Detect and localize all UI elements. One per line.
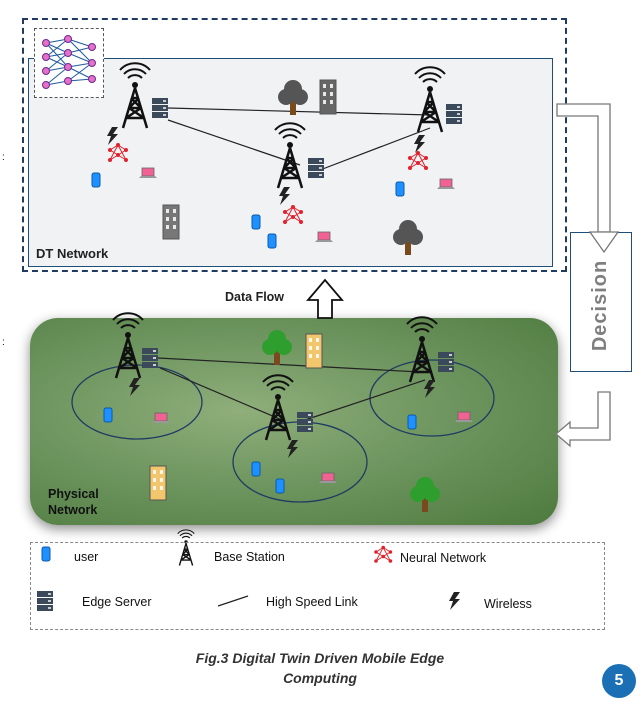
physical-tree-icon <box>262 330 292 365</box>
physical-user-icon <box>103 407 113 423</box>
dt-edge-server-icon <box>308 158 324 178</box>
physical-base-station-icon <box>111 311 145 380</box>
physical-network-label-line2: Network <box>48 503 98 517</box>
dt-neural-network-icon <box>282 204 304 225</box>
physical-laptop-icon <box>318 472 338 484</box>
dt-high-speed-links <box>167 107 431 171</box>
dt-neural-network-icon <box>107 142 129 163</box>
physical-edge-server-icon <box>297 412 313 432</box>
dt-network-label: DT Network <box>36 246 109 261</box>
physical-user-icon <box>275 478 285 494</box>
physical-wireless-icon <box>287 440 298 458</box>
dt-tree-icon <box>393 220 423 255</box>
physical-building-icon <box>149 465 167 501</box>
physical-network-label-line1: Physical <box>48 487 99 501</box>
physical-base-station-icon <box>261 373 295 442</box>
legend-user-label: user <box>74 550 99 564</box>
dt-laptop-icon <box>436 178 456 190</box>
legend-wireless-label: Wireless <box>484 597 532 611</box>
left-edge-mark: : <box>2 152 5 163</box>
dt-edge-server-icon <box>152 98 168 118</box>
figure-caption-line2: Computing <box>283 670 357 686</box>
figure-caption: Fig.3 Digital Twin Driven Mobile Edge Co… <box>150 648 490 688</box>
decision-arrow-in <box>556 103 611 233</box>
legend-edge-server-label: Edge Server <box>82 595 152 609</box>
dt-user-icon <box>251 214 261 230</box>
physical-user-icon <box>407 414 417 430</box>
physical-edge-server-icon <box>438 352 454 372</box>
left-edge-mark: : <box>2 337 5 348</box>
data-flow-arrow <box>306 278 344 319</box>
page-number-badge: 5 <box>602 664 636 698</box>
dt-wireless-icon <box>279 187 290 205</box>
dt-base-station-icon <box>273 121 307 190</box>
dt-base-station-icon <box>118 61 152 130</box>
dt-user-icon <box>91 172 101 188</box>
dt-base-station-icon <box>413 65 447 134</box>
physical-edge-server-icon <box>142 348 158 368</box>
dt-tree-icon <box>278 80 308 115</box>
dt-user-icon <box>395 181 405 197</box>
decision-arrow-out <box>555 391 611 448</box>
dt-user-icon <box>267 233 277 249</box>
legend-high-speed-link-label: High Speed Link <box>266 595 358 609</box>
dt-wireless-icon <box>414 135 425 153</box>
physical-user-icon <box>251 461 261 477</box>
decision-arrow-in-head <box>588 231 620 254</box>
dt-neural-network-icon <box>407 150 429 171</box>
physical-high-speed-links <box>157 357 426 421</box>
physical-tree-icon <box>410 477 440 512</box>
dt-laptop-icon <box>314 231 334 243</box>
dt-building-icon <box>162 204 180 240</box>
physical-laptop-icon <box>151 412 171 424</box>
data-flow-label: Data Flow <box>225 290 285 304</box>
physical-wireless-icon <box>424 380 435 398</box>
physical-base-station-icon <box>405 315 439 384</box>
legend-neural-network-label: Neural Network <box>400 551 487 565</box>
dt-laptop-icon <box>138 167 158 179</box>
physical-network-label: Physical Network <box>48 486 99 518</box>
dt-edge-server-icon <box>446 104 462 124</box>
neural-network-model-icon <box>42 35 96 89</box>
figure-caption-line1: Fig.3 Digital Twin Driven Mobile Edge <box>195 650 445 666</box>
dt-building-icon <box>319 79 337 115</box>
legend-high-speed-link-icon <box>217 595 249 607</box>
legend-box <box>30 542 605 630</box>
physical-wireless-icon <box>129 378 140 396</box>
dt-wireless-icon <box>107 127 118 145</box>
legend-base-station-label: Base Station <box>214 550 285 564</box>
dt-network-outer-frame <box>22 18 567 272</box>
physical-laptop-icon <box>454 411 474 423</box>
physical-building-icon <box>305 333 323 369</box>
